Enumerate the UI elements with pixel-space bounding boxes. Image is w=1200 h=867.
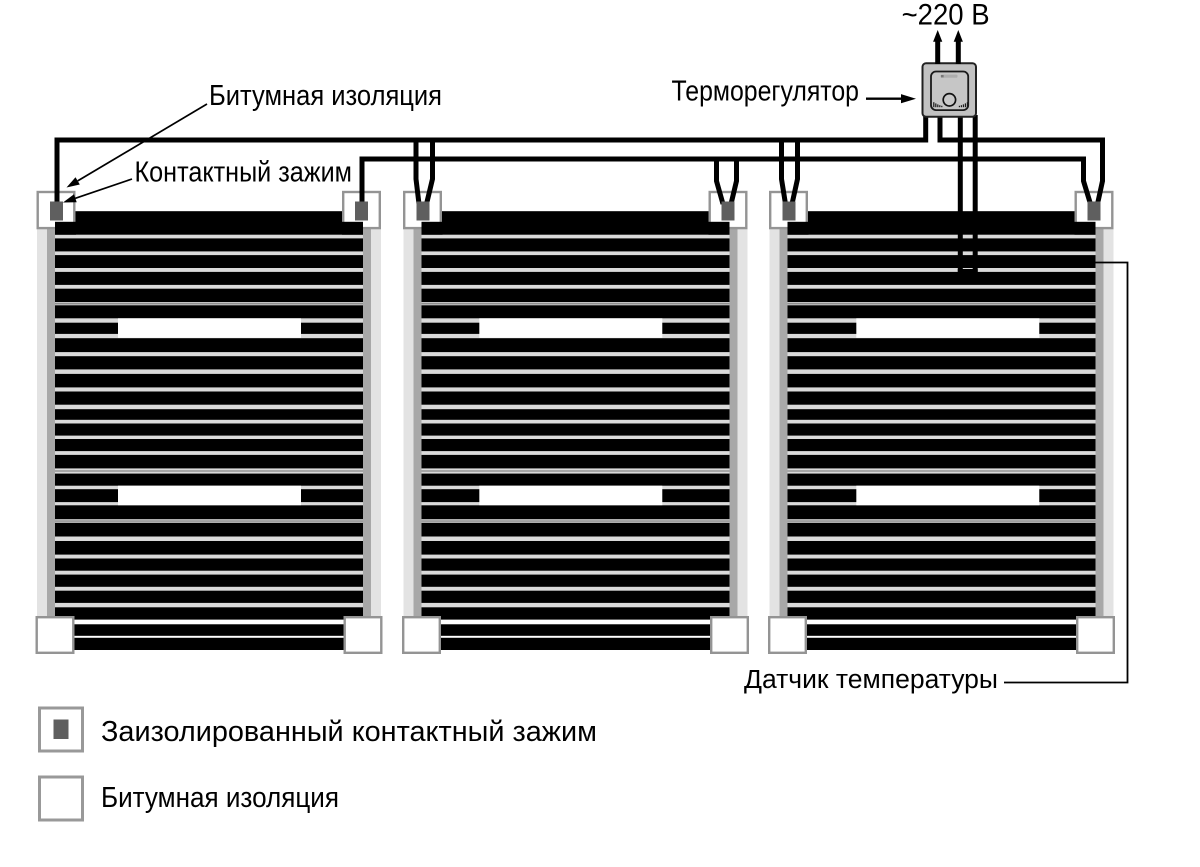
svg-text:Терморегулятор: Терморегулятор	[672, 76, 860, 108]
svg-text:Битумная изоляция: Битумная изоляция	[101, 782, 339, 814]
svg-text:Контактный зажим: Контактный зажим	[135, 157, 353, 189]
svg-text:Битумная изоляция: Битумная изоляция	[209, 80, 442, 112]
svg-text:Датчик температуры: Датчик температуры	[744, 666, 998, 694]
svg-text:Заизолированный контактный заж: Заизолированный контактный зажим	[101, 716, 597, 748]
svg-text:~220 В: ~220 В	[902, 0, 990, 32]
